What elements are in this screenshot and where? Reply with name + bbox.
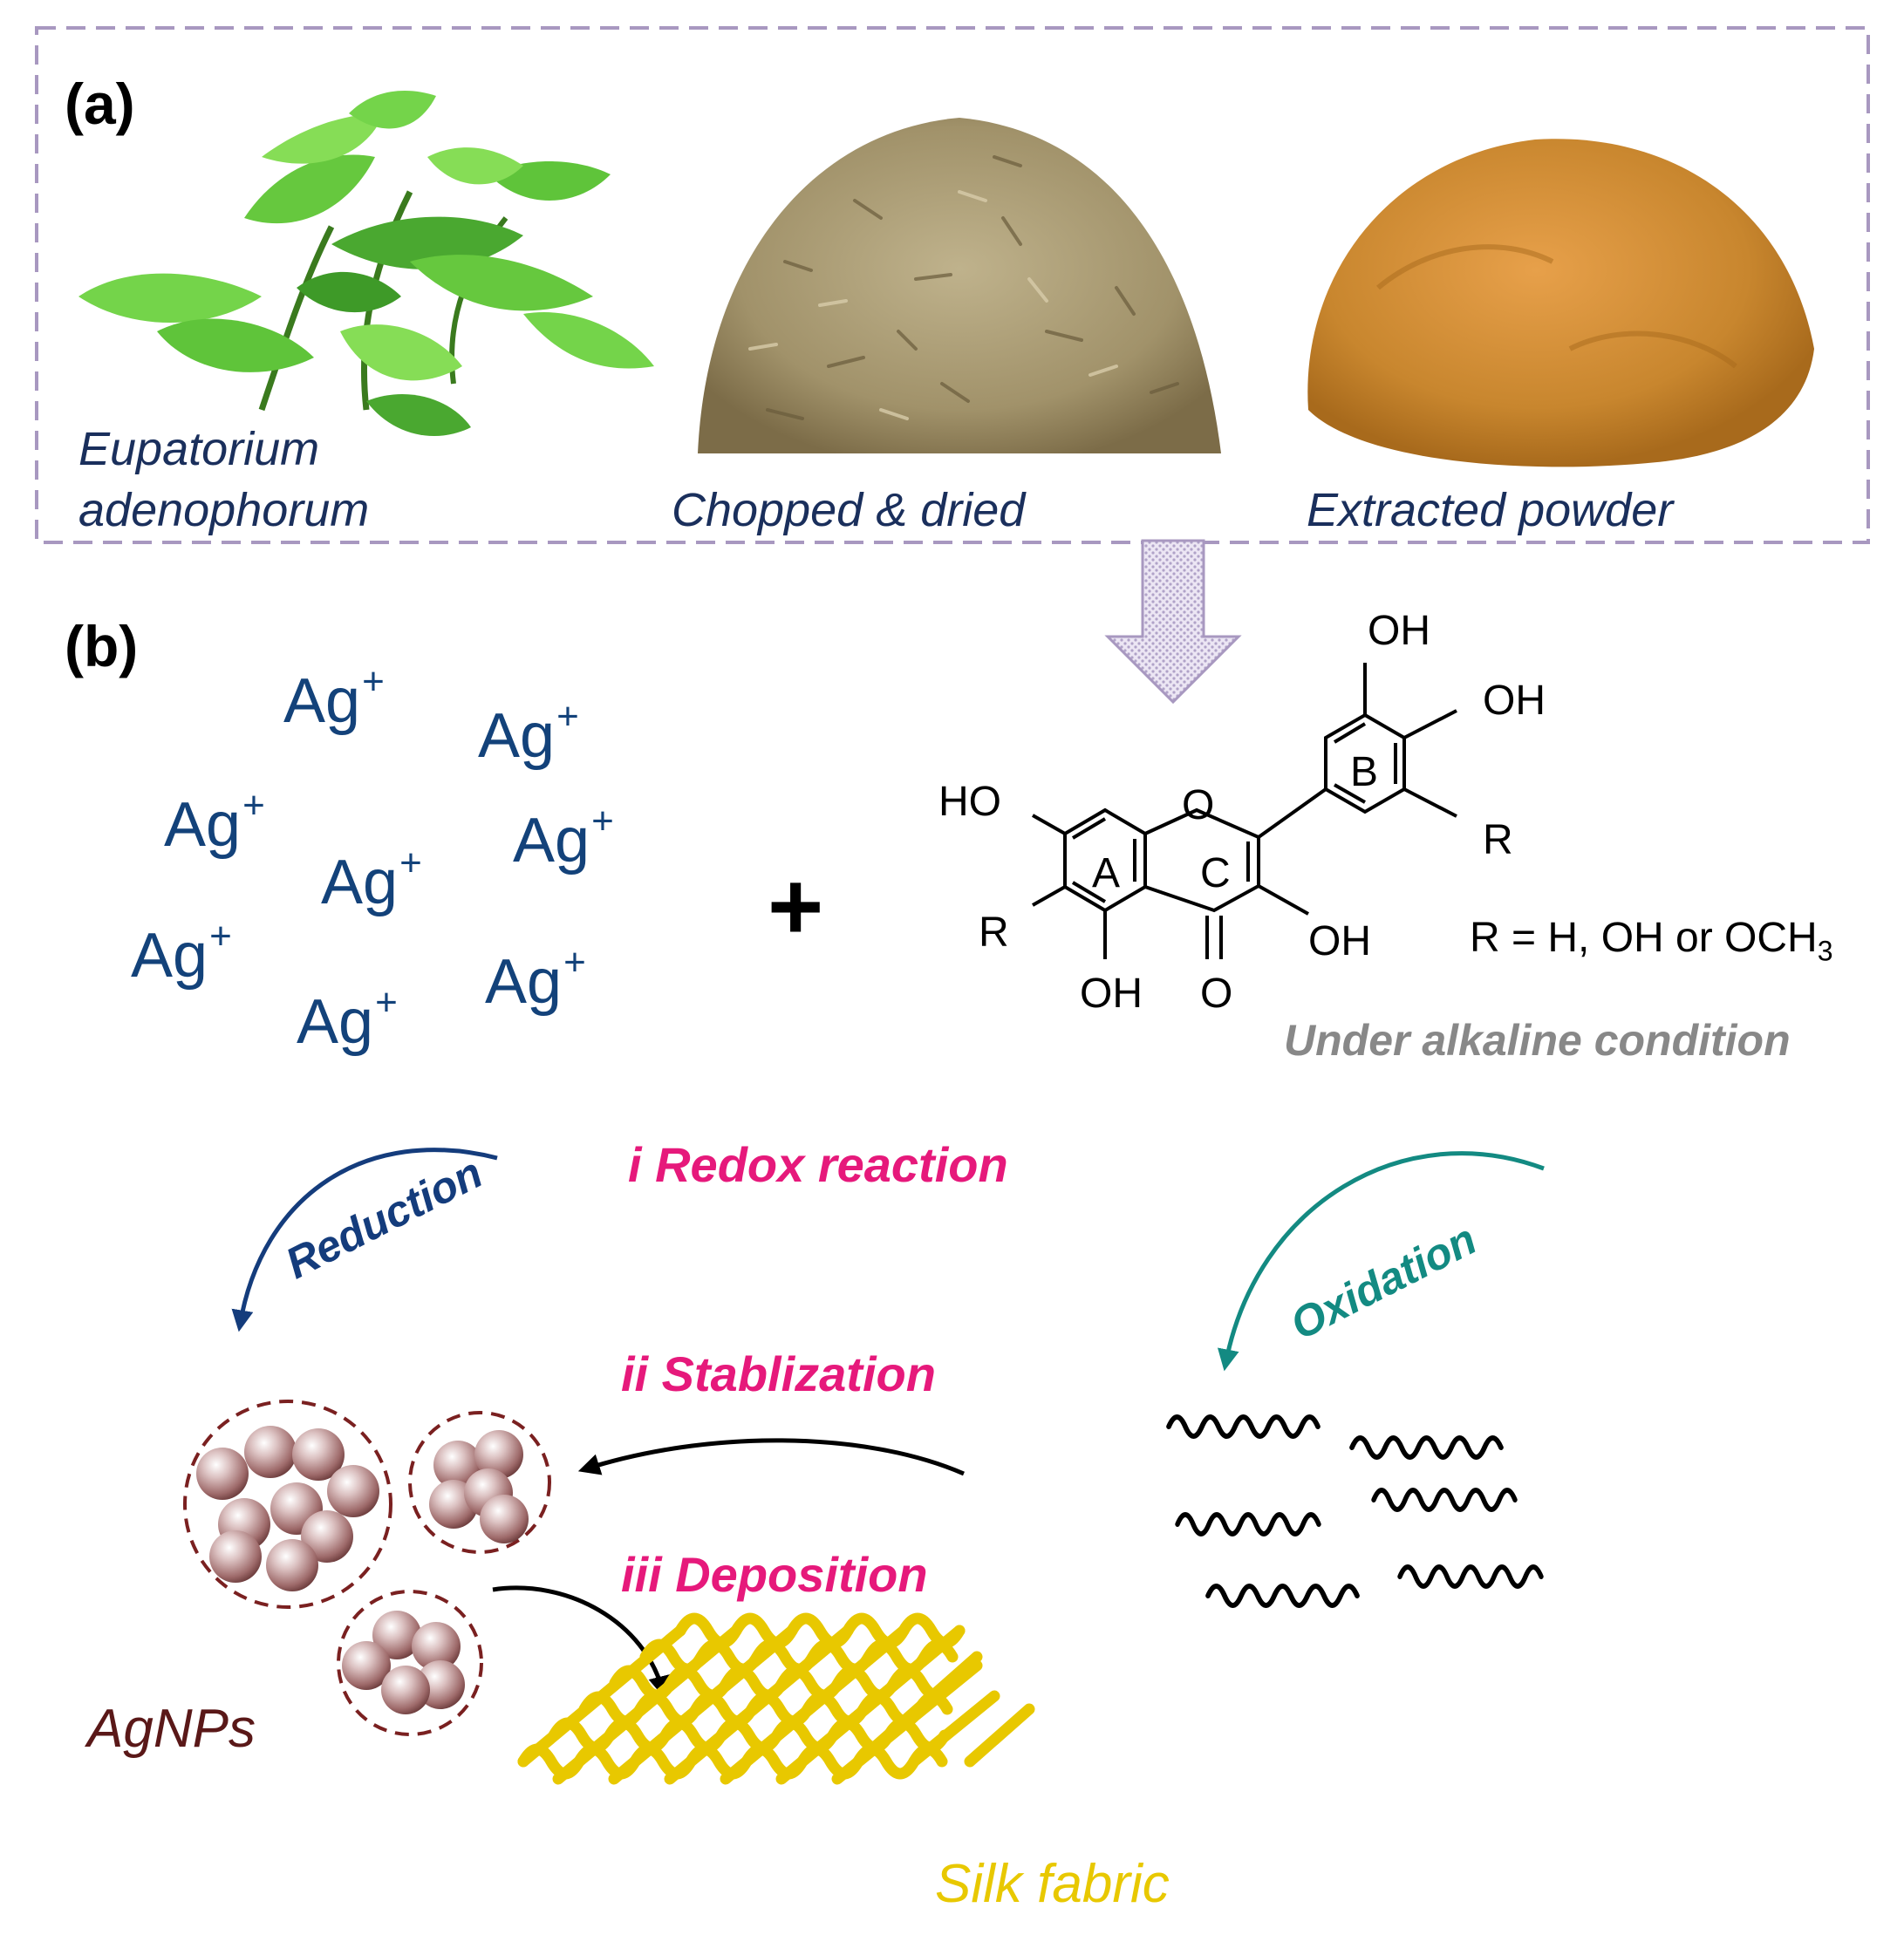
agnp-cluster-large: [183, 1400, 392, 1609]
carbonyl-oxygen: O: [1200, 971, 1233, 1017]
ag-ion-symbol: Ag: [478, 701, 556, 771]
r-definition-subscript: 3: [1817, 935, 1833, 967]
oh-right: OH: [1483, 678, 1546, 724]
flavonoid-structure: [1032, 663, 1457, 959]
caption-chopped-dried: Chopped & dried: [672, 484, 1026, 536]
ag-ion: Ag+: [485, 941, 586, 1014]
ag-ion: Ag+: [321, 841, 422, 917]
powder-image: [1307, 139, 1814, 467]
ag-ion-charge: +: [362, 660, 385, 703]
ag-ion-symbol: Ag: [164, 790, 242, 860]
oh-ring-c: OH: [1308, 918, 1371, 964]
agnp-cluster-small: [337, 1590, 483, 1736]
ag-ion-symbol: Ag: [297, 987, 374, 1057]
down-arrow: [1104, 539, 1242, 705]
plus-sign: +: [768, 853, 824, 960]
ag-ion: Ag+: [283, 660, 385, 733]
ag-ion-charge: +: [591, 800, 614, 842]
agnps-label: AgNPs: [87, 1699, 256, 1759]
stabilization-arrow: [577, 1438, 965, 1476]
ag-ion: Ag+: [513, 800, 614, 873]
panel-b-label: (b): [65, 614, 139, 678]
reduction-arrow: [231, 1148, 498, 1332]
ag-ion-symbol: Ag: [283, 666, 361, 736]
caption-extracted-powder: Extracted powder: [1307, 484, 1674, 536]
ag-ion-charge: +: [399, 841, 422, 884]
ag-ion-charge: +: [556, 695, 579, 738]
ag-ion-charge: +: [209, 915, 232, 957]
ag-ion: Ag+: [478, 695, 579, 768]
ag-ion: Ag+: [131, 915, 232, 988]
dried-herb-image: [698, 118, 1221, 453]
ag-ion-symbol: Ag: [485, 947, 563, 1017]
ring-oxygen: O: [1182, 782, 1215, 828]
ag-ion-symbol: Ag: [131, 921, 208, 991]
caption-adenophorum: adenophorum: [78, 484, 370, 536]
ag-ion-charge: +: [563, 941, 586, 984]
silk-fabric: [517, 1612, 1035, 1785]
ring-label-c: C: [1200, 850, 1231, 896]
ag-ion: Ag+: [297, 981, 398, 1054]
r-definition-text: R = H, OH or OCH: [1470, 915, 1818, 961]
ag-ion-charge: +: [375, 981, 398, 1024]
deposition-arrow: [492, 1585, 670, 1699]
r-definition: R = H, OH or OCH3: [1470, 917, 1833, 965]
plant-image: [78, 91, 654, 436]
ring-label-b: B: [1350, 749, 1379, 795]
ho-left: HO: [938, 779, 1001, 825]
step-deposition: iii Deposition: [621, 1547, 928, 1602]
silk-fabric-label: Silk fabric: [935, 1854, 1170, 1914]
r-ring-a: R: [979, 910, 1009, 956]
oxidized-products: [1169, 1417, 1541, 1605]
oh-top: OH: [1368, 608, 1430, 654]
step-redox: i Redox reaction: [628, 1137, 1008, 1192]
oh-ring-a: OH: [1080, 971, 1143, 1017]
agnp-cluster-medium: [408, 1411, 551, 1554]
ag-ion: Ag+: [164, 784, 265, 857]
r-ring-b: R: [1483, 817, 1513, 863]
condition-text: Under alkaline condition: [1284, 1016, 1791, 1065]
panel-a-frame: [35, 26, 1870, 544]
oxidation-arrow: [1217, 1151, 1545, 1372]
step-stabilization: ii Stablization: [621, 1346, 936, 1401]
ag-ion-symbol: Ag: [513, 806, 590, 876]
panel-a-label: (a): [65, 72, 135, 136]
ag-ion-charge: +: [242, 784, 265, 827]
ag-ion-symbol: Ag: [321, 848, 399, 917]
ring-label-a: A: [1092, 850, 1121, 896]
caption-eupatorium: Eupatorium: [78, 423, 320, 475]
